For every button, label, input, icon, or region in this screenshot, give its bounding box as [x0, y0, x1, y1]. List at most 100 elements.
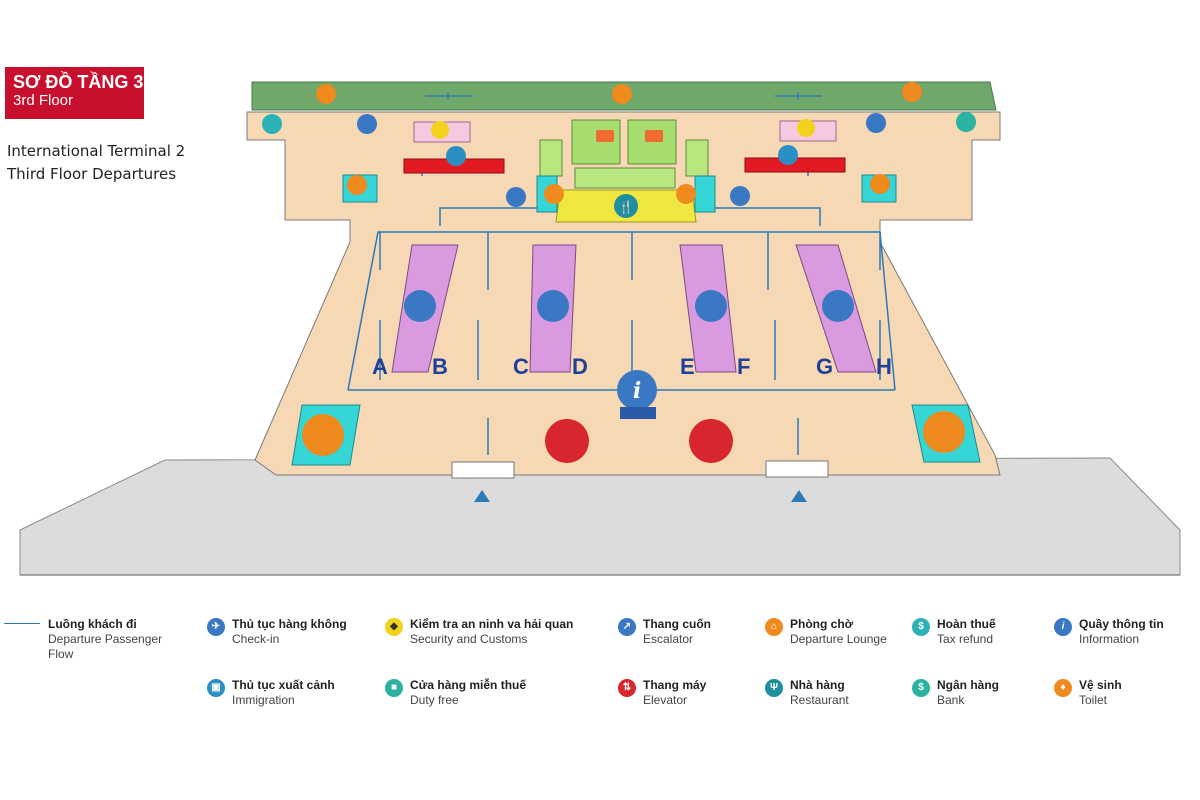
map-subtitle: International Terminal 2 Third Floor Dep… [7, 140, 185, 186]
security-icon: ◆ [385, 618, 403, 636]
gate-letter: F [737, 354, 750, 379]
escalator-icon [866, 113, 886, 133]
security-icon [797, 119, 815, 137]
gate-letter: C [513, 354, 529, 379]
check-in-icon [822, 290, 854, 322]
check-in-icon [695, 290, 727, 322]
legend-label-vn: Ngân hàng [937, 678, 999, 692]
security-icon [431, 121, 449, 139]
legend-label-vn: Luồng khách đi [48, 617, 137, 631]
legend-label-vn: Hoàn thuế [937, 617, 996, 631]
check-in-icon: ✈ [207, 618, 225, 636]
legend-label-vn: Phòng chờ [790, 617, 854, 631]
legend-label-vn: Thủ tục hàng không [232, 617, 347, 631]
legend-label-en: Departure Lounge [790, 632, 887, 646]
legend-label-en: Tax refund [937, 632, 994, 646]
escalator-icon: ↗ [618, 618, 636, 636]
lounge-icon [902, 82, 922, 102]
elevator-icon: ⇅ [618, 679, 636, 697]
legend-item-lounge: ⌂ Phòng chờ Departure Lounge [765, 617, 887, 647]
escalator-icon [730, 186, 750, 206]
restaurant-glyph: 🍴 [619, 200, 634, 214]
duty-free-shops [539, 119, 709, 189]
legend-item-immigration: ▣ Thủ tục xuất cảnh Immigration [207, 678, 335, 708]
legend-item-restaurant: Ψ Nhà hàng Restaurant [765, 678, 849, 708]
elevator-icon [689, 419, 733, 463]
check-in-icon [537, 290, 569, 322]
legend-item-escalator: ↗ Thang cuốn Escalator [618, 617, 711, 647]
gate-letter: D [572, 354, 588, 379]
legend-item-flow: Luồng khách đi Departure Passenger Flow [4, 617, 183, 662]
legend-item-tax-refund: $ Hoàn thuế Tax refund [912, 617, 996, 647]
toilet-icon [923, 411, 965, 453]
legend-label-en: Elevator [643, 693, 688, 707]
legend-label-vn: Quầy thông tin [1079, 617, 1164, 631]
legend-item-duty-free: ■ Cửa hàng miễn thuế Duty free [385, 678, 527, 708]
toilet-icon: ♦ [1054, 679, 1072, 697]
elevator-icon [545, 419, 589, 463]
tax-refund-icon [262, 114, 282, 134]
map-icons [262, 82, 976, 463]
subtitle-line-2: Third Floor Departures [7, 165, 177, 183]
info-desk [620, 407, 656, 419]
toilet-icon [544, 184, 564, 204]
legend-label-en: Duty free [410, 693, 459, 707]
legend-label-vn: Vệ sinh [1079, 678, 1122, 692]
entrance-arrow [474, 490, 490, 502]
legend-item-toilet: ♦ Vệ sinh Toilet [1054, 678, 1122, 708]
gate-letter: G [816, 354, 833, 379]
curbside-road [19, 457, 1181, 576]
security-pads [413, 120, 837, 143]
gate-letter: B [432, 354, 448, 379]
entrance-doors [451, 460, 829, 479]
legend-label-en: Security and Customs [410, 632, 528, 646]
floor-map: A B C D E F G H 🍴 [19, 81, 1181, 576]
legend-label-en: Check-in [232, 632, 280, 646]
legend-label-vn: Nhà hàng [790, 678, 845, 692]
info-glyph: i [633, 378, 641, 404]
toilet-icon [676, 184, 696, 204]
legend-item-information: i Quầy thông tin Information [1054, 617, 1164, 647]
escalator-icon [506, 187, 526, 207]
legend-item-bank: $ Ngân hàng Bank [912, 678, 999, 708]
legend-label-en: Restaurant [790, 693, 849, 707]
bank-icon: $ [912, 679, 930, 697]
legend-label-en: Information [1079, 632, 1140, 646]
legend-item-elevator: ⇅ Thang máy Elevator [618, 678, 707, 708]
toilet-icon [347, 175, 367, 195]
legend-item-security: ◆ Kiểm tra an ninh va hải quan Security … [385, 617, 573, 647]
legend-label-vn: Cửa hàng miễn thuế [410, 678, 527, 692]
gate-letter: A [372, 354, 388, 379]
info-icon [617, 370, 657, 410]
map-legend: Luồng khách đi Departure Passenger Flow … [0, 600, 1200, 800]
lounge-icon [316, 84, 336, 104]
entrance-arrow [791, 490, 807, 502]
legend-label-vn: Thang cuốn [643, 617, 711, 631]
subtitle-line-1: International Terminal 2 [7, 142, 186, 160]
toilet-icon [870, 174, 890, 194]
legend-label-en: Bank [937, 693, 965, 707]
toilet-icon [302, 414, 344, 456]
immigration-icon [446, 146, 466, 166]
restaurant-icon: Ψ [765, 679, 783, 697]
lounge-icon: ⌂ [765, 618, 783, 636]
legend-label-vn: Thủ tục xuất cảnh [232, 678, 335, 692]
gate-letters: A B C D E F G H [372, 354, 892, 379]
gate-letter: H [876, 354, 892, 379]
security-counters [403, 157, 846, 174]
flow-line-swatch [4, 623, 40, 624]
legend-item-checkin: ✈ Thủ tục hàng không Check-in [207, 617, 347, 647]
restaurant-icon [614, 194, 638, 218]
floor-badge: SƠ ĐỒ TẦNG 3 3rd Floor [5, 67, 144, 119]
immigration-icon [778, 145, 798, 165]
gate-letter: E [680, 354, 695, 379]
legend-label-vn: Thang máy [643, 678, 707, 692]
duty-free-icon: ■ [385, 679, 403, 697]
escalator-icon [357, 114, 377, 134]
legend-label-en: Departure Passenger Flow [48, 632, 163, 661]
bank-icon [956, 112, 976, 132]
lounge-icon [612, 84, 632, 104]
floor-title-vn: SƠ ĐỒ TẦNG 3 [13, 72, 144, 92]
legend-label-en: Immigration [232, 693, 295, 707]
floor-title-en: 3rd Floor [13, 92, 74, 109]
